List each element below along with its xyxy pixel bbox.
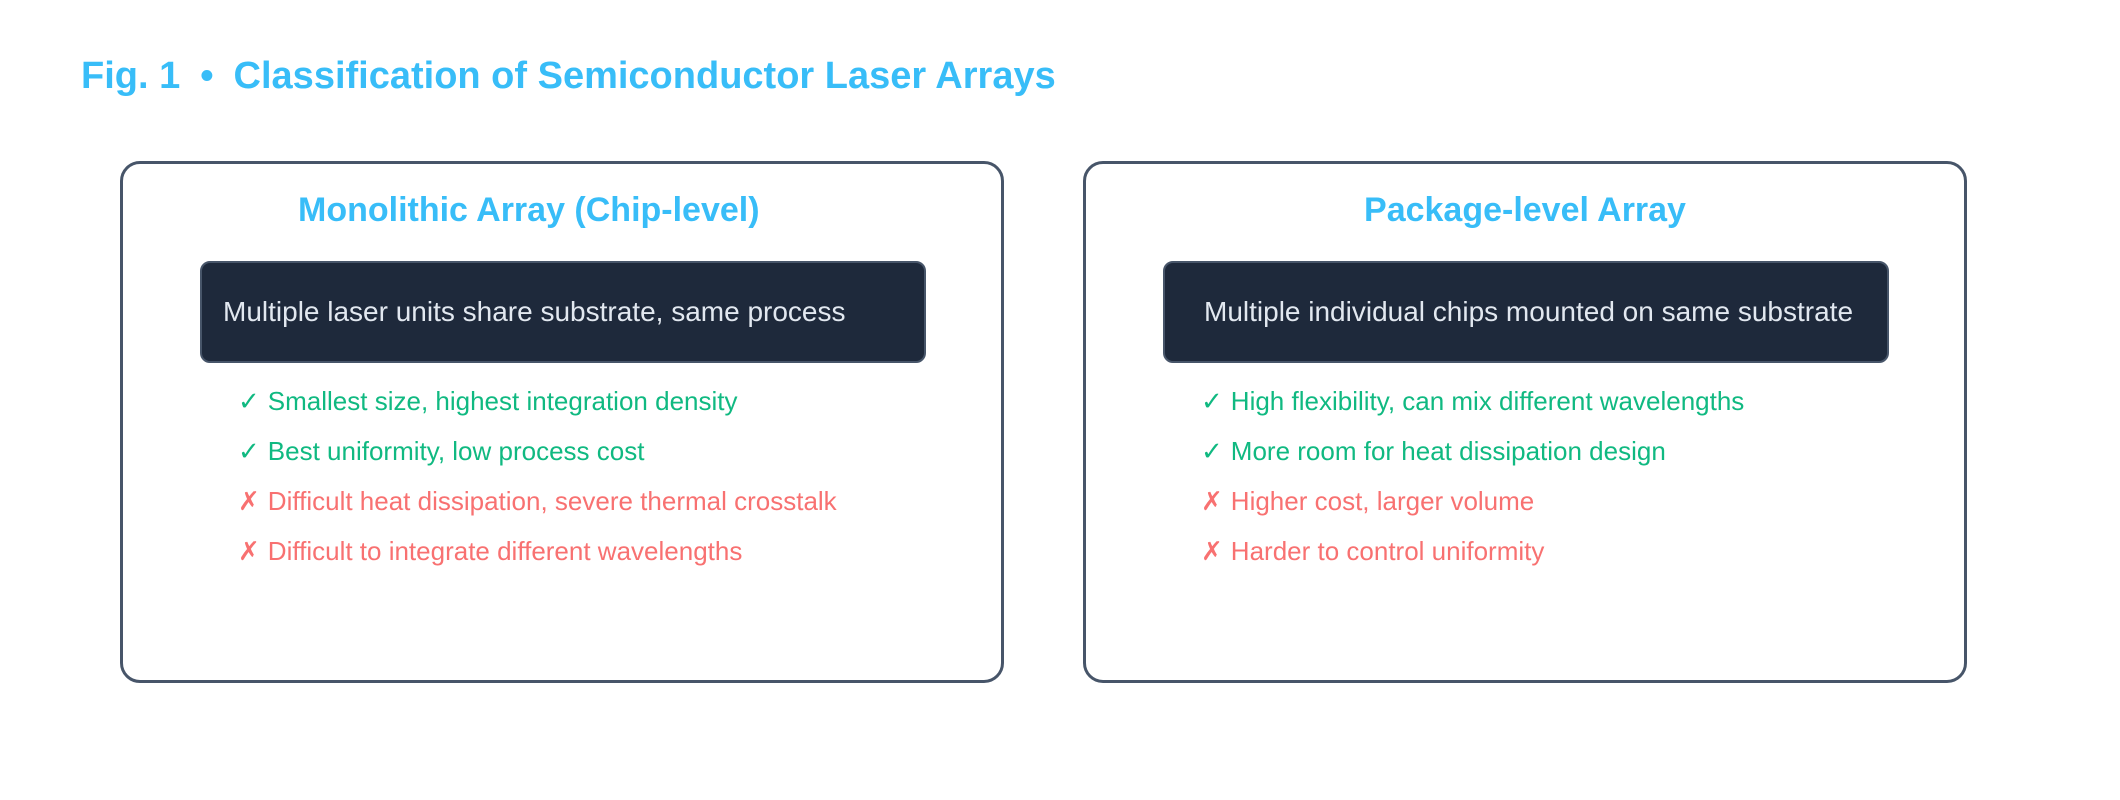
package-level-array-panel: Package-level Array Multiple individual … (1083, 161, 1967, 683)
cross-icon: ✗ (238, 536, 260, 566)
con-item: ✗Difficult to integrate different wavele… (238, 526, 837, 576)
check-icon: ✓ (1201, 386, 1223, 416)
check-icon: ✓ (238, 436, 260, 466)
pros-cons-list: ✓High flexibility, can mix different wav… (1201, 376, 1744, 576)
pro-item: ✓High flexibility, can mix different wav… (1201, 376, 1744, 426)
con-item: ✗Harder to control uniformity (1201, 526, 1744, 576)
figure-title: Fig. 1 • Classification of Semiconductor L… (81, 52, 1056, 100)
panel-description: Multiple laser units share substrate, sa… (223, 296, 846, 327)
pro-text: Smallest size, highest integration densi… (267, 386, 738, 416)
cross-icon: ✗ (1201, 536, 1223, 566)
pros-cons-list: ✓Smallest size, highest integration dens… (238, 376, 837, 576)
check-icon: ✓ (238, 386, 260, 416)
con-text: Difficult to integrate different wavelen… (267, 536, 743, 566)
panel-description-box: Multiple individual chips mounted on sam… (1163, 261, 1889, 363)
pro-item: ✓Smallest size, highest integration dens… (238, 376, 837, 426)
con-item: ✗Higher cost, larger volume (1201, 476, 1744, 526)
panel-description: Multiple individual chips mounted on sam… (1204, 296, 1854, 327)
figure-title-text: Classification of Semiconductor Laser Ar… (233, 55, 1056, 97)
panel-title: Monolithic Array (Chip-level) (298, 191, 760, 229)
cross-icon: ✗ (238, 486, 260, 516)
pro-item: ✓Best uniformity, low process cost (238, 426, 837, 476)
con-text: Harder to control uniformity (1230, 536, 1545, 566)
pro-item: ✓More room for heat dissipation design (1201, 426, 1744, 476)
cross-icon: ✗ (1201, 486, 1223, 516)
panel-title: Package-level Array (1364, 191, 1686, 229)
pro-text: High flexibility, can mix different wave… (1230, 386, 1745, 416)
con-item: ✗Difficult heat dissipation, severe ther… (238, 476, 837, 526)
figure-label: Fig. 1 (81, 55, 181, 97)
pro-text: Best uniformity, low process cost (267, 436, 645, 466)
check-icon: ✓ (1201, 436, 1223, 466)
panel-description-box: Multiple laser units share substrate, sa… (200, 261, 926, 363)
title-separator: • (200, 55, 214, 97)
pro-text: More room for heat dissipation design (1230, 436, 1666, 466)
monolithic-array-panel: Monolithic Array (Chip-level) Multiple l… (120, 161, 1004, 683)
con-text: Difficult heat dissipation, severe therm… (267, 486, 837, 516)
con-text: Higher cost, larger volume (1230, 486, 1535, 516)
